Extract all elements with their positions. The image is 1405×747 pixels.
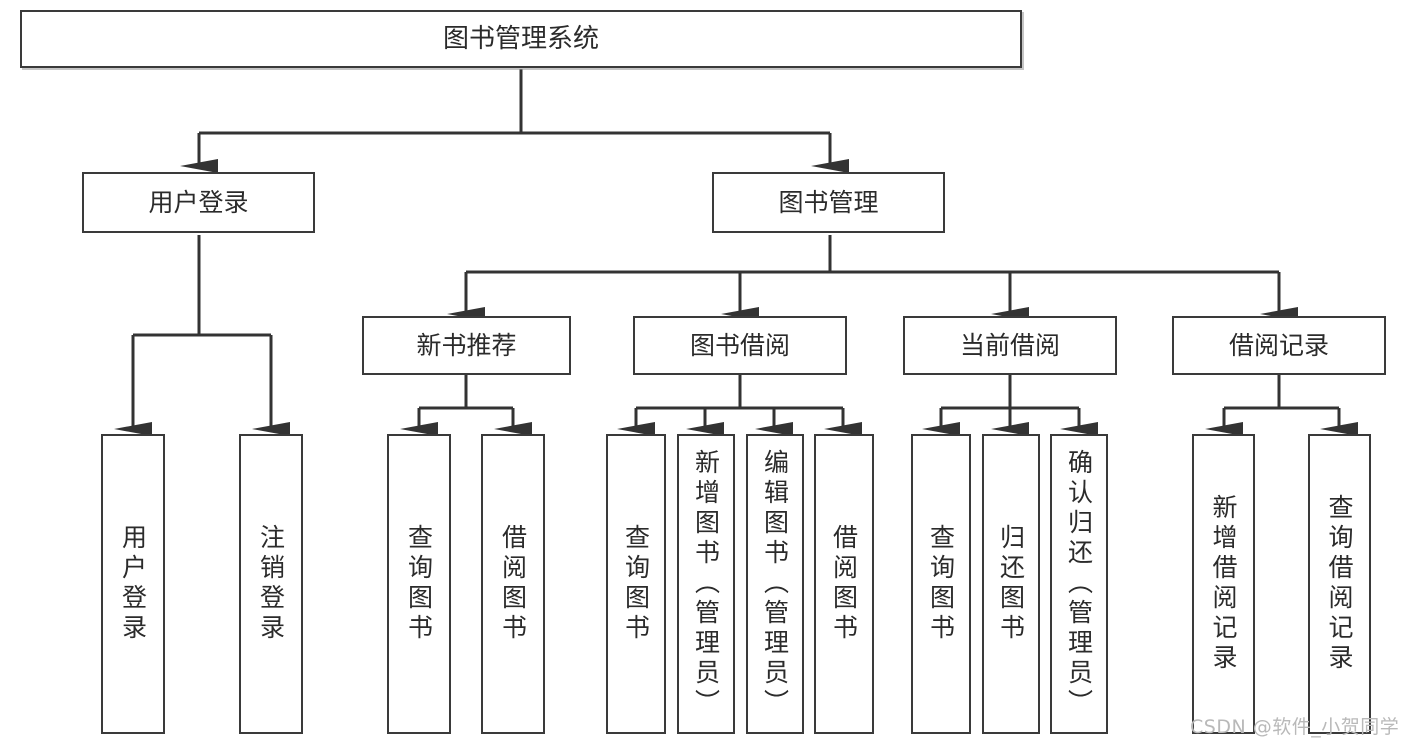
node-label: 查询图书 (621, 524, 651, 644)
node-label: 图书管理系统 (442, 23, 599, 54)
node-label: 借阅记录 (1228, 330, 1329, 360)
node-current-borrow[interactable]: 当前借阅 (903, 316, 1117, 375)
node-leaf-user-login[interactable]: 用户登录 (101, 434, 165, 734)
node-label: 新书推荐 (416, 330, 517, 360)
node-user-login[interactable]: 用户登录 (82, 172, 315, 233)
node-leaf-user-logout[interactable]: 注销登录 (239, 434, 303, 734)
node-label: 查询图书 (404, 524, 434, 644)
node-leaf-query-book-current[interactable]: 查询图书 (911, 434, 971, 734)
node-leaf-return-book[interactable]: 归还图书 (982, 434, 1040, 734)
node-label: 新增借阅记录 (1209, 494, 1238, 674)
node-leaf-add-borrow-record[interactable]: 新增借阅记录 (1192, 434, 1255, 734)
node-label: 归还图书 (996, 524, 1026, 644)
node-label: 图书借阅 (689, 330, 790, 360)
node-borrow-record[interactable]: 借阅记录 (1172, 316, 1386, 375)
node-label: 用户登录 (118, 524, 148, 644)
node-label: 借阅图书 (829, 524, 859, 644)
node-label: 查询借阅记录 (1325, 494, 1354, 674)
node-label: 编辑图书（管理员） (760, 449, 790, 719)
node-leaf-query-book-recommend[interactable]: 查询图书 (387, 434, 451, 734)
node-leaf-edit-book[interactable]: 编辑图书（管理员） (746, 434, 804, 734)
node-leaf-query-book-borrow[interactable]: 查询图书 (606, 434, 666, 734)
node-label: 查询图书 (926, 524, 956, 644)
csdn-watermark: CSDN @软件_小贺同学 (1190, 716, 1400, 738)
node-label: 确认归还（管理员） (1064, 449, 1094, 719)
node-label: 图书管理 (778, 187, 879, 217)
node-leaf-confirm-return[interactable]: 确认归还（管理员） (1050, 434, 1108, 734)
node-leaf-add-book[interactable]: 新增图书（管理员） (677, 434, 735, 734)
node-label: 当前借阅 (959, 330, 1060, 360)
node-new-book-recommend[interactable]: 新书推荐 (362, 316, 571, 375)
node-leaf-borrow-book[interactable]: 借阅图书 (814, 434, 874, 734)
node-leaf-query-borrow-record[interactable]: 查询借阅记录 (1308, 434, 1371, 734)
node-root-book-management-system[interactable]: 图书管理系统 (20, 10, 1022, 68)
node-label: 用户登录 (148, 187, 249, 217)
node-label: 借阅图书 (498, 524, 528, 644)
node-book-borrow[interactable]: 图书借阅 (633, 316, 847, 375)
node-book-manage[interactable]: 图书管理 (712, 172, 945, 233)
node-label: 新增图书（管理员） (691, 449, 721, 719)
node-label: 注销登录 (256, 524, 286, 644)
node-leaf-borrow-book-recommend[interactable]: 借阅图书 (481, 434, 545, 734)
